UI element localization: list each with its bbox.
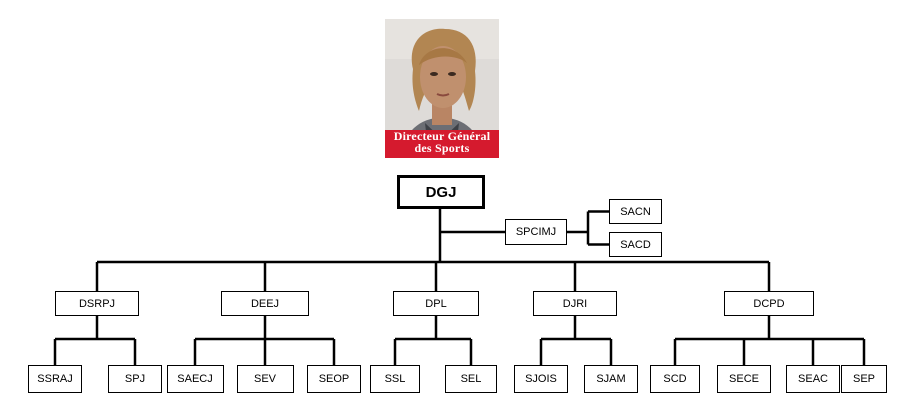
org-node-ssraj: SSRAJ — [28, 365, 82, 393]
org-node-label: SACN — [620, 205, 651, 218]
org-node-sece: SECE — [717, 365, 771, 393]
org-node-djri: DJRI — [533, 291, 617, 316]
org-node-label: DEEJ — [250, 297, 280, 310]
org-node-seop: SEOP — [307, 365, 361, 393]
org-node-sev: SEV — [236, 365, 294, 393]
org-node-spj: SPJ — [108, 365, 162, 393]
org-node-sacd: SACD — [609, 232, 662, 257]
org-node-dcpd: DCPD — [724, 291, 814, 316]
org-node-label: SEAC — [798, 373, 828, 385]
org-node-label: SEV — [253, 373, 276, 385]
org-node-label: DGJ — [425, 183, 457, 201]
org-node-label: SCD — [663, 373, 687, 385]
org-node-deej: DEEJ — [221, 291, 309, 316]
org-node-sjois: SJOIS — [514, 365, 568, 393]
org-node-sjam: SJAM — [584, 365, 638, 393]
org-node-label: SJOIS — [525, 373, 557, 385]
org-node-label: DJRI — [562, 297, 588, 310]
org-node-label: SECE — [729, 373, 759, 385]
org-node-label: SAECJ — [177, 373, 213, 385]
org-node-label: SSRAJ — [37, 373, 73, 385]
org-node-label: SPCIMJ — [515, 226, 557, 238]
org-node-label: SEOP — [318, 373, 350, 385]
org-node-saecj: SAECJ — [166, 365, 224, 393]
org-node-sep: SEP — [841, 365, 887, 393]
org-node-spcimj: SPCIMJ — [505, 219, 567, 245]
photo-caption-line1: Directeur Général — [393, 129, 491, 143]
org-node-sel: SEL — [445, 365, 497, 393]
photo-caption: Directeur Général des Sports — [385, 130, 499, 158]
org-node-scd: SCD — [650, 365, 700, 393]
org-node-label: SSL — [384, 373, 406, 385]
org-node-dsrpj: DSRPJ — [55, 291, 139, 316]
org-node-label: SACD — [620, 238, 651, 251]
org-node-label: DCPD — [753, 297, 785, 310]
org-node-dpl: DPL — [393, 291, 479, 316]
org-node-label: SJAM — [596, 373, 626, 385]
org-node-label: SEL — [460, 373, 482, 385]
photo-caption-line2: des Sports — [414, 141, 470, 155]
director-photo: Directeur Général des Sports — [385, 19, 499, 158]
org-node-seac: SEAC — [786, 365, 840, 393]
org-node-sacn: SACN — [609, 199, 662, 224]
org-node-dgj: DGJ — [397, 175, 485, 209]
org-node-label: SPJ — [124, 373, 146, 385]
org-node-label: SEP — [852, 373, 875, 385]
org-node-ssl: SSL — [370, 365, 420, 393]
org-node-label: DPL — [425, 297, 447, 310]
org-node-label: DSRPJ — [78, 297, 116, 310]
